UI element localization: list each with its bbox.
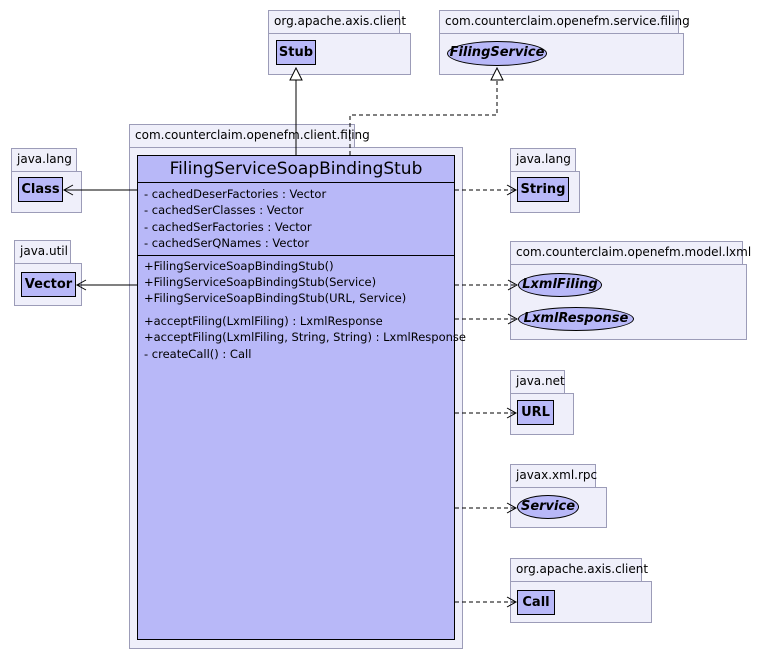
constructor-url-service: +FilingServiceSoapBindingStub(URL, Servi… <box>144 291 407 305</box>
realization-filing-service-arrowhead <box>490 66 504 81</box>
attribute-cached-deser-factories: - cachedDeserFactories : Vector <box>144 187 327 201</box>
method-create-call: - createCall() : Call <box>144 347 252 361</box>
constructor-no-args: +FilingServiceSoapBindingStub() <box>144 259 334 273</box>
interface-lxml-filing[interactable]: LxmlFiling <box>518 273 602 297</box>
class-url[interactable]: URL <box>517 400 554 425</box>
interface-filing-service[interactable]: FilingService <box>447 41 547 66</box>
generalization-stub-arrowhead <box>289 66 303 81</box>
class-filing-service-soap-binding-stub[interactable]: FilingServiceSoapBindingStub - cachedDes… <box>137 155 466 640</box>
dependency-call-arrowhead <box>506 596 518 608</box>
attribute-cached-ser-classes: - cachedSerClasses : Vector <box>144 203 304 217</box>
class-stub[interactable]: Stub <box>276 40 316 65</box>
dependency-service-arrowhead <box>506 502 518 514</box>
dependency-lxml-response-arrowhead <box>507 313 519 325</box>
constructor-service: +FilingServiceSoapBindingStub(Service) <box>144 275 377 289</box>
interface-lxml-response[interactable]: LxmlResponse <box>518 307 634 331</box>
package-tab-axis-client-bottom: org.apache.axis.client <box>510 558 648 582</box>
package-tab-java-lang-right: java.lang <box>510 148 576 172</box>
class-string[interactable]: String <box>517 177 569 202</box>
dependency-url-arrowhead <box>506 407 518 419</box>
association-class-arrowhead <box>62 184 74 196</box>
attributes-separator <box>138 255 454 256</box>
realization-filing-service-line <box>349 80 498 155</box>
class-call[interactable]: Call <box>517 590 555 615</box>
method-accept-filing-3: +acceptFiling(LxmlFiling, String, String… <box>144 330 466 344</box>
attribute-cached-ser-qnames: - cachedSerQNames : Vector <box>144 236 310 250</box>
attribute-cached-ser-factories: - cachedSerFactories : Vector <box>144 220 312 234</box>
package-tab-java-net: java.net <box>510 370 565 394</box>
method-accept-filing-1: +acceptFiling(LxmlFiling) : LxmlResponse <box>144 314 383 328</box>
class-class[interactable]: Class <box>18 177 63 202</box>
class-title: FilingServiceSoapBindingStub <box>138 156 454 183</box>
package-tab-java-util: java.util <box>14 240 71 264</box>
interface-service[interactable]: Service <box>517 495 579 519</box>
association-vector-arrowhead <box>75 279 87 291</box>
dependency-lxml-filing-arrowhead <box>507 279 519 291</box>
dependency-string-arrowhead <box>506 184 518 196</box>
package-tab-axis-client-top: org.apache.axis.client <box>268 10 406 34</box>
package-tab-model-lxml: com.counterclaim.openefm.model.lxml <box>510 241 751 265</box>
class-vector[interactable]: Vector <box>21 272 76 297</box>
